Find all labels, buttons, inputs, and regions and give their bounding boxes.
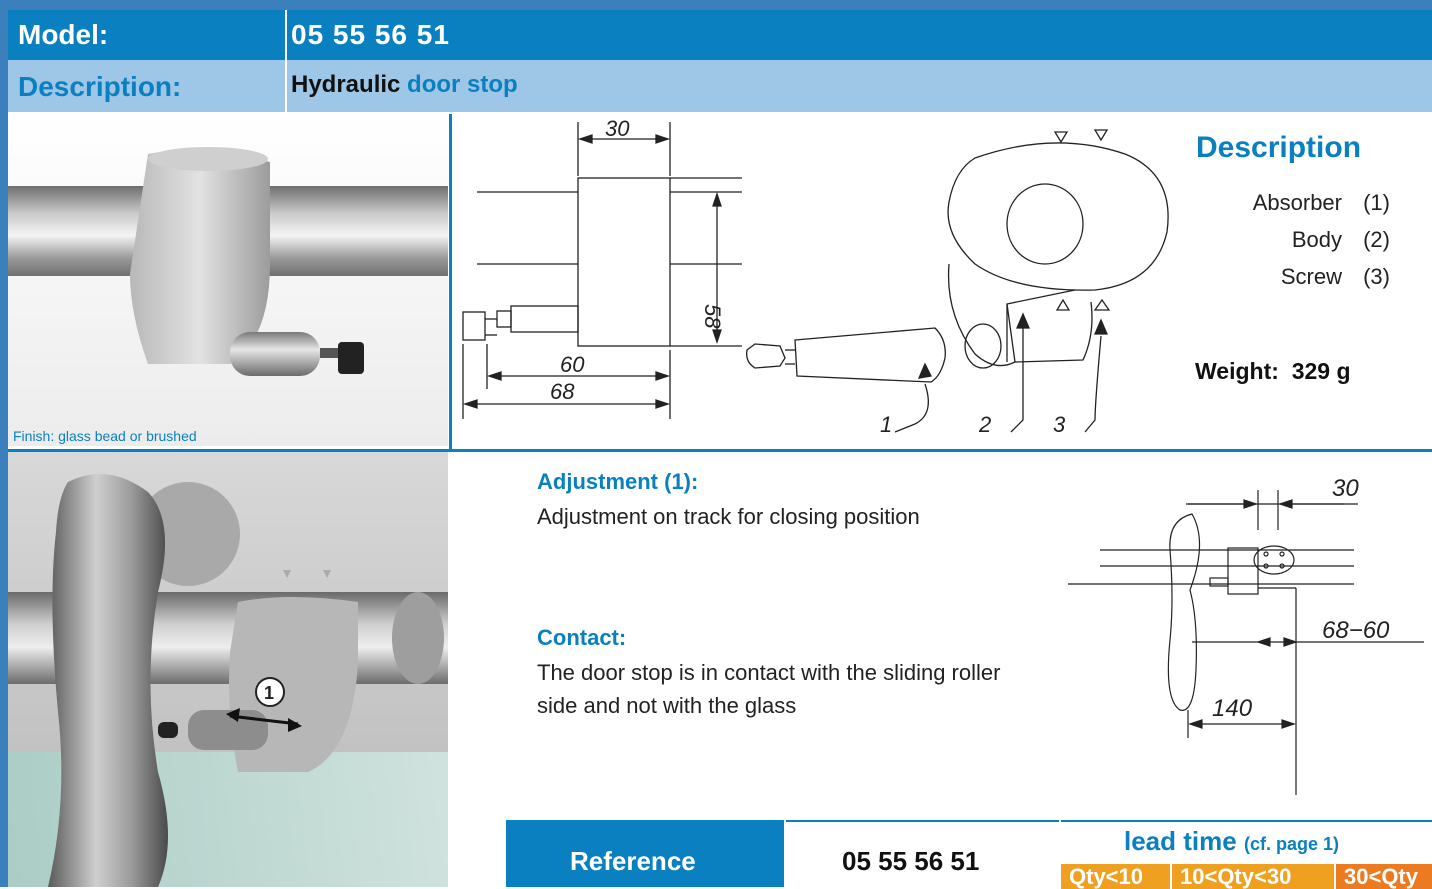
part-name: Screw	[1280, 264, 1342, 289]
product-photo-installed: 1	[8, 452, 448, 887]
qty-label: 10<Qty<30	[1180, 864, 1292, 889]
adjust-badge: 1	[264, 683, 274, 703]
weight: Weight: 329 g	[1195, 358, 1351, 385]
description-value-highlight: door stop	[407, 71, 518, 98]
dim-140: 140	[1212, 695, 1253, 722]
horizontal-divider	[8, 449, 1432, 452]
callout-1: 1	[880, 412, 892, 437]
qty-cell: 30<Qty	[1336, 864, 1432, 889]
weight-value: 329 g	[1291, 358, 1351, 384]
installed-illustration: 1	[8, 452, 448, 887]
callout-2: 2	[978, 412, 991, 437]
vertical-divider	[449, 114, 452, 450]
reference-value: 05 55 56 51	[842, 846, 980, 876]
reference-label-cell: Reference	[506, 820, 784, 887]
adjustment-text: Adjustment on track for closing position	[537, 504, 920, 529]
description-label: Description:	[18, 71, 182, 102]
list-item: Screw (3)	[1200, 264, 1390, 301]
parts-list: Absorber (1) Body (2) Screw (3)	[1200, 190, 1390, 301]
qty-label: Qty<10	[1069, 864, 1143, 889]
contact-text: The door stop is in contact with the sli…	[537, 656, 1000, 722]
dim-68-60: 68−60	[1322, 617, 1390, 644]
top-border	[0, 0, 1432, 10]
weight-label: Weight:	[1195, 358, 1279, 384]
qty-cell: Qty<10	[1061, 864, 1170, 889]
description-panel-title: Description	[1196, 131, 1362, 164]
adjustment-title: Adjustment (1):	[537, 469, 699, 494]
description-value: Hydraulic door stop	[291, 71, 518, 99]
model-label: Model:	[18, 19, 109, 50]
qty-cell: 10<Qty<30	[1172, 864, 1334, 889]
reference-label: Reference	[570, 846, 696, 876]
description-row: Description: Hydraulic door stop	[8, 60, 1432, 112]
model-separator	[285, 10, 287, 60]
lead-time-note: (cf. page 1)	[1243, 834, 1339, 854]
description-value-main: Hydraulic	[291, 71, 401, 98]
list-item: Body (2)	[1200, 227, 1390, 264]
installation-drawing: 30 68−60 140	[1068, 475, 1424, 795]
lead-time-title: lead time (cf. page 1)	[1124, 826, 1339, 857]
technical-drawing: 30 58 60 68 1 2 3	[462, 116, 1169, 437]
reference-value-cell: 05 55 56 51	[786, 820, 1059, 887]
model-value: 05 55 56 51	[291, 19, 450, 50]
contact-text-line1: The door stop is in contact with the sli…	[537, 660, 1001, 685]
finish-note: Finish: glass bead or brushed	[13, 428, 197, 444]
left-border	[0, 0, 8, 887]
part-name: Body	[1291, 227, 1342, 252]
dim-30: 30	[605, 116, 630, 141]
reference-table: Reference 05 55 56 51 lead time (cf. pag…	[506, 820, 1432, 889]
lead-time-cell: lead time (cf. page 1) Qty<10 10<Qty<30 …	[1061, 820, 1432, 889]
part-number: (2)	[1363, 227, 1390, 252]
dim-68: 68	[550, 379, 575, 404]
part-number: (1)	[1363, 190, 1390, 215]
contact-title: Contact:	[537, 625, 627, 650]
dim-60: 60	[560, 352, 585, 377]
contact-text-line2: side and not with the glass	[537, 693, 797, 718]
dim-58: 58	[700, 304, 725, 329]
callout-3: 3	[1053, 412, 1066, 437]
product-photo-rail: Finish: glass bead or brushed	[8, 114, 448, 446]
qty-label: 30<Qty	[1344, 864, 1418, 889]
list-item: Absorber (1)	[1200, 190, 1390, 227]
dim-30-small: 30	[1332, 475, 1359, 502]
part-number: (3)	[1363, 264, 1390, 289]
part-name: Absorber	[1252, 190, 1342, 215]
lead-time-label: lead time	[1124, 826, 1237, 856]
rail-stop-illustration	[8, 147, 448, 376]
model-row: Model: 05 55 56 51	[8, 10, 1432, 60]
description-separator	[285, 60, 287, 112]
